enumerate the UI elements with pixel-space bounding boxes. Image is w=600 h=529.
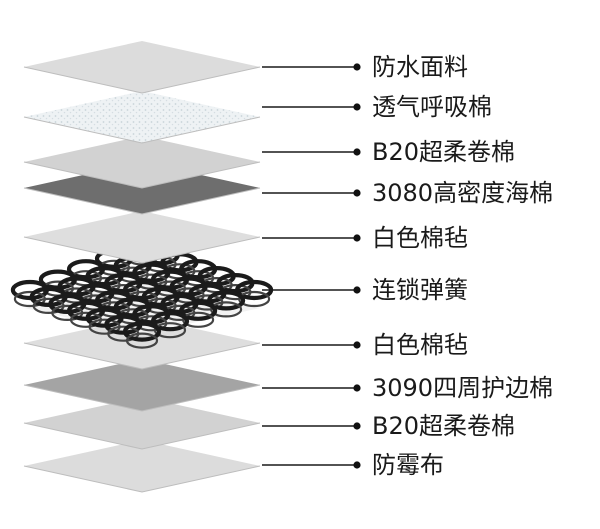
spring-coil-lower	[153, 322, 187, 339]
layer-callout: 3090四周护边棉	[262, 374, 553, 402]
spring-coil	[207, 290, 246, 311]
leader-dot	[353, 189, 361, 197]
layer-label: 白色棉毡	[372, 224, 468, 252]
layer-label: 防水面料	[372, 53, 468, 81]
layers-group	[10, 41, 274, 493]
layer-callout: B20超柔卷棉	[262, 412, 515, 440]
leader-dot	[353, 286, 361, 294]
labels-group: 防水面料透气呼吸棉B20超柔卷棉3080高密度海棉白色棉毡连锁弹簧白色棉毡309…	[262, 53, 553, 479]
layer-edge	[23, 465, 261, 493]
layer-label: 3080高密度海棉	[372, 179, 553, 207]
leader-dot	[353, 63, 361, 71]
layer-callout: 连锁弹簧	[262, 276, 468, 304]
layer-callout: 防水面料	[262, 53, 468, 81]
spring-coil-lower	[238, 290, 271, 308]
layer-callout: 白色棉毡	[262, 224, 468, 252]
layer-sheet	[24, 41, 260, 93]
layer-sheet	[24, 136, 260, 188]
layer-callout: 3080高密度海棉	[262, 179, 553, 207]
layer-callout: 防霉布	[262, 451, 444, 479]
layer-edge	[23, 384, 261, 412]
spring-coil-lower	[210, 301, 243, 318]
layer-sheet	[24, 91, 260, 143]
layer-label: 透气呼吸棉	[372, 93, 492, 121]
layer-label: 防霉布	[372, 451, 444, 479]
layer-edge	[23, 187, 261, 215]
spring-coil	[122, 321, 162, 342]
spring-coil-lower	[182, 311, 215, 328]
spring-coil	[150, 311, 190, 332]
layer-edge	[23, 116, 261, 144]
layer-edge	[23, 342, 261, 370]
layer-edge	[23, 66, 261, 94]
spring-coil-lower	[125, 332, 159, 349]
layer-label: B20超柔卷棉	[372, 138, 515, 166]
layer-callout: B20超柔卷棉	[262, 138, 515, 166]
layer-edge	[23, 161, 261, 189]
leader-dot	[353, 148, 361, 156]
leader-dot	[353, 103, 361, 111]
layer-callout: 白色棉毡	[262, 331, 468, 359]
leader-dot	[353, 422, 361, 430]
layer-label: 连锁弹簧	[372, 276, 468, 304]
leader-dot	[353, 234, 361, 242]
layer-label: B20超柔卷棉	[372, 412, 515, 440]
spring-coil	[179, 300, 218, 321]
leader-dot	[353, 384, 361, 392]
layer-edge	[23, 422, 261, 450]
layer-label: 3090四周护边棉	[372, 374, 553, 402]
layer-callout: 透气呼吸棉	[262, 93, 492, 121]
layer-sheet	[24, 211, 260, 263]
leader-dot	[353, 341, 361, 349]
leader-dot	[353, 461, 361, 469]
layer-edge	[23, 236, 261, 264]
layer-label: 白色棉毡	[372, 331, 468, 359]
